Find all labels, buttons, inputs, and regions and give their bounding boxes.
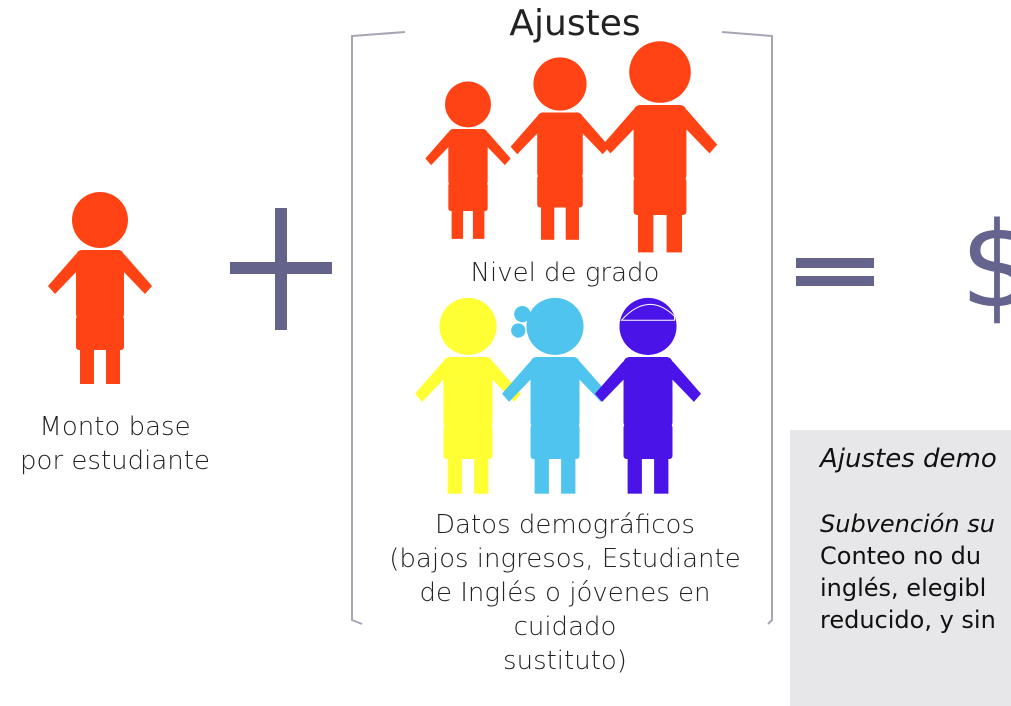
student-small-icon <box>425 81 511 239</box>
adjustments-title: Ajustes <box>509 3 641 44</box>
demographics-line3: de Inglés o jóvenes en <box>419 578 711 608</box>
info-line-3: reducido, y sin <box>820 606 996 634</box>
equals-sign-icon <box>796 258 874 286</box>
demographics-line2: (bajos ingresos, Estudiante <box>389 544 741 574</box>
demographics-line4: cuidado <box>513 612 617 642</box>
demographics-line5: sustituto) <box>503 646 627 676</box>
demographics-line1: Datos demográficos <box>435 510 695 540</box>
info-box: Ajustes demo Subvención su Conteo no du … <box>790 430 1011 706</box>
demographics-label: Datos demográficos (bajos ingresos, Estu… <box>360 508 770 678</box>
student-medium-icon <box>510 57 610 240</box>
info-line-2: inglés, elegibl <box>820 574 987 602</box>
base-amount-label: Monto base por estudiante <box>10 410 220 478</box>
base-label-line1: Monto base <box>39 412 191 442</box>
student-lightblue-icon <box>501 297 609 494</box>
student-large-icon <box>602 41 718 253</box>
info-line-1: Conteo no du <box>820 542 982 570</box>
info-subheading: Subvención su <box>820 510 995 538</box>
student-figure-icon <box>48 192 152 384</box>
base-label-line2: por estudiante <box>20 446 210 476</box>
plus-sign-icon <box>230 208 332 330</box>
student-purple-icon <box>594 297 702 494</box>
grade-level-label: Nivel de grado <box>470 258 660 288</box>
info-heading: Ajustes demo <box>820 444 997 474</box>
dollar-sign: $ <box>960 196 1011 334</box>
